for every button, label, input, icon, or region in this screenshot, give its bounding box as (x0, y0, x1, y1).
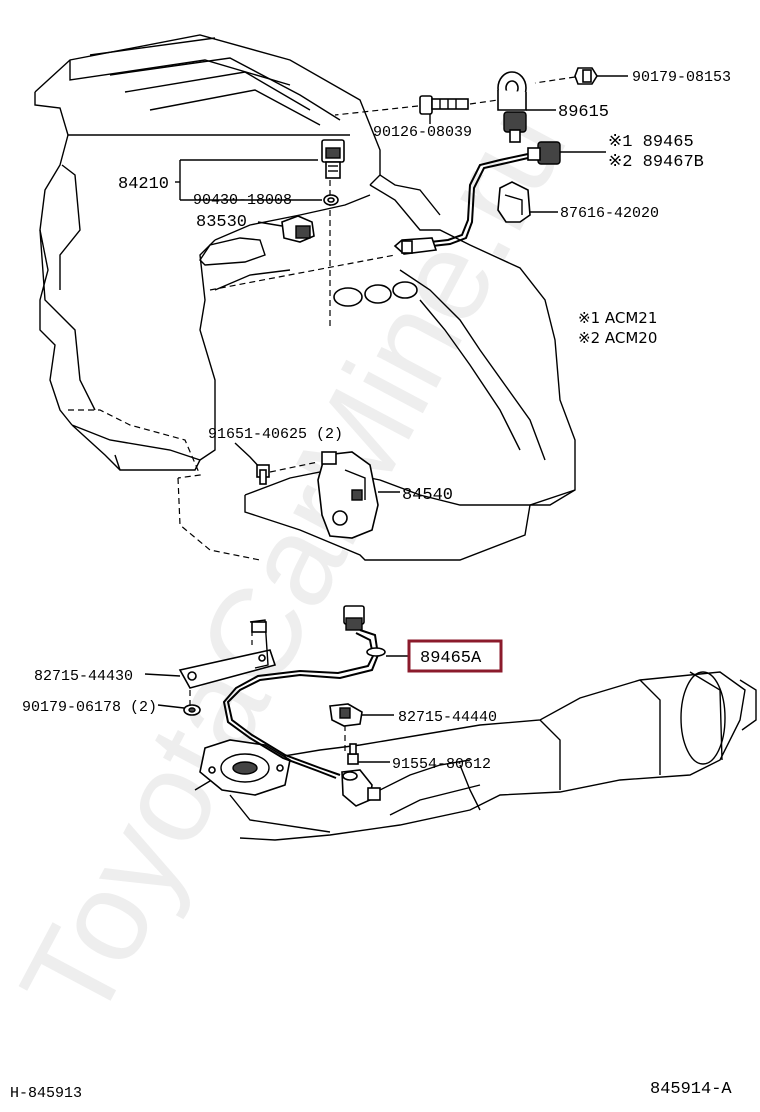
part-label-89467b-acm20[interactable]: ※2 89467B (608, 153, 704, 172)
footer-right-code: 845914-A (650, 1080, 732, 1099)
part-label-90430-18008[interactable]: 90430-18008 (193, 192, 292, 209)
part-label-91651-40625[interactable]: 91651-40625 (2) (208, 426, 343, 443)
note-acm21: ※1 ACM21 (578, 309, 657, 327)
sensor-83530-icon (281, 215, 315, 243)
part-label-90126-08039[interactable]: 90126-08039 (373, 124, 472, 141)
part-label-82715-44440[interactable]: 82715-44440 (398, 709, 497, 726)
oil-pressure-switch-icon (321, 139, 345, 206)
part-label-90179-06178[interactable]: 90179-06178 (2) (22, 699, 157, 716)
knock-sensor-icon (497, 71, 527, 143)
part-label-90179-08153[interactable]: 90179-08153 (632, 69, 731, 86)
clip-icon (329, 703, 363, 727)
highlight-box (407, 639, 503, 673)
part-label-89465a[interactable]: 89465A (420, 649, 482, 668)
part-label-84210[interactable]: 84210 (118, 175, 169, 194)
oxygen-sensor-icon-lower (222, 605, 386, 807)
footer-left-code: H-845913 (10, 1085, 82, 1102)
part-label-87616-42020[interactable]: 87616-42020 (560, 205, 659, 222)
bolt-icon (256, 464, 270, 485)
bolt-icon-lower (347, 743, 359, 765)
part-label-83530[interactable]: 83530 (196, 213, 247, 232)
part-label-89465-acm21[interactable]: ※1 89465 (608, 133, 694, 152)
engine-block-drawing (34, 34, 576, 561)
switch-icon (317, 451, 379, 539)
oxygen-sensor-icon (393, 141, 561, 255)
note-acm20: ※2 ACM20 (578, 329, 657, 347)
exhaust-pipe-drawing (178, 619, 757, 841)
washer-icon (183, 704, 201, 716)
part-label-89615[interactable]: 89615 (558, 103, 609, 122)
nut-icon (574, 67, 598, 85)
stud-bolt-icon (419, 95, 469, 115)
part-label-91554-80612[interactable]: 91554-80612 (392, 756, 491, 773)
clamp-icon (497, 181, 531, 223)
part-label-84540[interactable]: 84540 (402, 486, 453, 505)
part-label-82715-44430[interactable]: 82715-44430 (34, 668, 133, 685)
